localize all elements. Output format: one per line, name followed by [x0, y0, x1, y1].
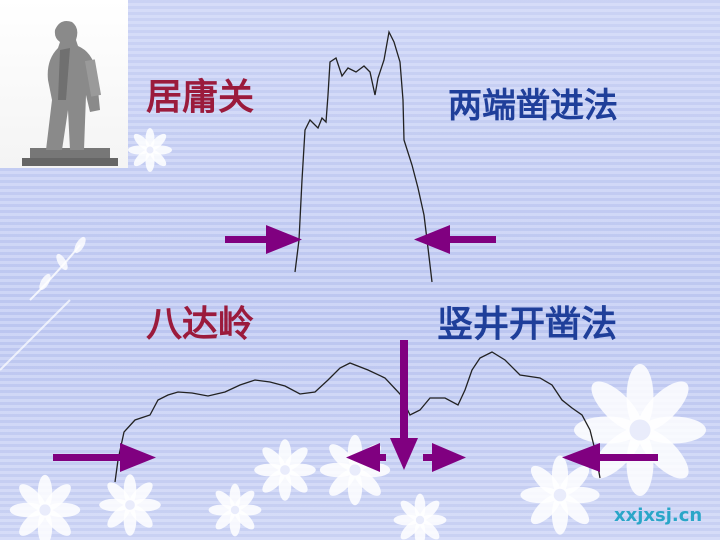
juyongguan-mountain-outline [294, 29, 433, 283]
label-juyongguan: 居庸关 [146, 77, 255, 118]
label-shujing-method: 竖井开凿法 [437, 304, 618, 345]
statue-icon [22, 21, 118, 166]
arrow-right-icon [53, 443, 156, 472]
badaling-mountain-outline [114, 351, 601, 483]
statue-photo [0, 0, 128, 168]
label-badaling: 八达岭 [146, 304, 255, 345]
arrow-left-icon [414, 225, 496, 254]
arrow-left-icon [562, 443, 658, 472]
arrow-right-icon [423, 443, 466, 472]
arrow-right-icon [225, 225, 302, 254]
arrow-left-icon [346, 443, 386, 472]
label-liangduan-method: 两端凿进法 [448, 86, 618, 126]
watermark: xxjxsj.cn [614, 505, 703, 526]
arrow-down-icon [390, 340, 418, 470]
